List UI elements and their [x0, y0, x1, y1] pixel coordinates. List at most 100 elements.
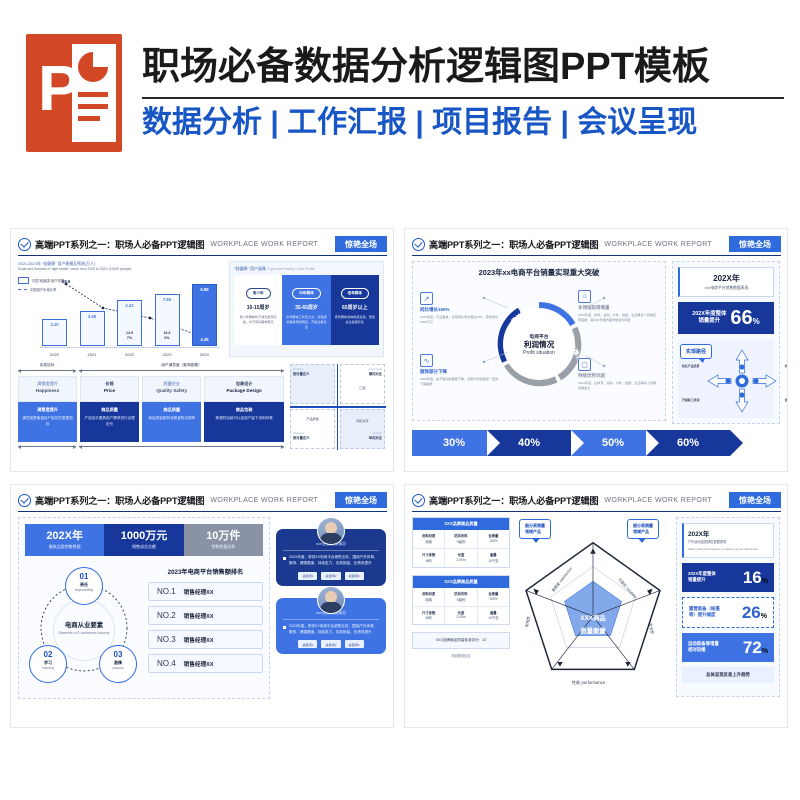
sales-growth-value: 66 [730, 307, 753, 330]
rank-row-1[interactable]: NO.2 销售经理XX [148, 606, 263, 626]
slide-header-rule [18, 511, 387, 513]
quadrant-tr-en: Horizontal [368, 367, 382, 372]
quadrant-h-axis [290, 406, 386, 408]
year-subtitle: xxx电商平台销售数据表现 [704, 286, 749, 291]
slide-header-title-en: WORKPLACE WORK REPORT [604, 240, 713, 248]
key-point-head-2: 服饰部分下降 [420, 369, 447, 375]
cell-val-1-2: 10千克 [488, 616, 499, 621]
kpi-label-1: 销售成交总额 [131, 544, 156, 550]
key-point-text-0: 2023年度，行业整体，实现同比增长超过50%，营收增长1500万元 [420, 315, 499, 325]
slide-header-title-en: WORKPLACE WORK REPORT [210, 240, 319, 248]
matrix-foot-axes [18, 445, 284, 449]
quality-score-note: XXX品牌商品质量标准评分：12 [412, 632, 510, 650]
cell-key-1-1: 长度 [457, 610, 465, 615]
tag-0-0[interactable]: 关键词1 [298, 571, 318, 580]
venn-en-2: passion [112, 666, 124, 671]
slide-thumbnail-2[interactable]: 高端PPT系列之一：职场人必备PPT逻辑图 WORKPLACE WORK REP… [404, 228, 788, 472]
venn-cn-2: 激情 [114, 660, 122, 666]
radar-center-a: XXX商品 [580, 615, 606, 623]
slide-header-rule [412, 255, 781, 257]
key-point-1: ⌂ 多领域取得增量 2023年度，体育、运动、户外、健康、生活等多个领域实现突破… [578, 290, 658, 322]
profile-pill-0: 青少年 [245, 288, 271, 300]
matrix-axis-right-line [79, 368, 284, 373]
tag-0-2[interactable]: 关键词3 [344, 571, 364, 580]
slide-grid: 高端PPT系列之一：职场人必备PPT逻辑图 WORKPLACE WORK REP… [0, 228, 800, 728]
chart-legend: 中国"轻健康"用户规模 中国用户年增长率 [18, 277, 223, 292]
tag-1-2[interactable]: 关键词3 [344, 640, 364, 649]
slide2-title: 2023年xx电商平台销量实现重大突破 [478, 268, 600, 278]
rank-row-2[interactable]: NO.3 销售经理XX [148, 630, 263, 650]
stat-label-0: 202X年度整体销量提升 [688, 571, 716, 583]
matrix-card-p-3: 美观的包装可以给用户留下深刻印象 [215, 416, 273, 421]
path-bubble: 实现路径 [680, 344, 713, 364]
slide3-body: 202X年 服装品类销售数据 1000万元 销售成交总额 10万件 销售数量总和 [11, 512, 393, 705]
tag-0-1[interactable]: 关键词2 [321, 571, 341, 580]
callout-left: 细分高销量领域产品 [519, 519, 551, 543]
matrix-card-body-2: 商品质量 商品质量影响消费者购买频率 [142, 402, 202, 443]
slide-thumbnail-3[interactable]: 高端PPT系列之一：职场人必备PPT逻辑图 WORKPLACE WORK REP… [10, 484, 394, 728]
bar-1: 3.98 [79, 311, 105, 347]
sales-overview-panel: 202X年 服装品类销售数据 1000万元 销售成交总额 10万件 销售数量总和 [18, 517, 270, 700]
cell-key-1-2: 重量 [490, 553, 497, 558]
matrix-card-cn-2: 质量安全 [163, 381, 180, 387]
matrix-card-head-3: 包装设计 Package Design [204, 376, 284, 403]
sales-growth-label: 202X年度整体销量提升 [692, 311, 727, 325]
share-icon: ↗ [420, 292, 433, 306]
venn-node-1: 02 学习 learning [29, 645, 67, 684]
rank-row-0[interactable]: NO.1 销售经理XX [148, 582, 263, 602]
slide-header-badge: 惊艳全场 [729, 236, 781, 252]
person-card-1: xxx业绩表现情况 2023年度，带领XX电商平台销售业务，围绕户外体育、服饰、… [276, 585, 386, 655]
kpi-2: 10万件 销售数量总和 [183, 524, 263, 557]
table-row: 尺寸参数 M码 长度 2.00m 重量 10千克 [413, 549, 509, 567]
svg-text:安全性: 安全性 [648, 623, 655, 635]
matrix-card-p-0: 满意度是衡量用户粘性的重要指标 [22, 416, 73, 426]
rank-row-3[interactable]: NO.4 销售经理XX [148, 654, 263, 674]
kpi-value-1: 1000万元 [120, 530, 168, 543]
avatar [317, 585, 345, 614]
slide3-columns: 202X年 服装品类销售数据 1000万元 销售成交总额 10万件 销售数量总和 [18, 517, 386, 700]
cell-1-2: 重量 10千克 [478, 549, 509, 567]
key-point-text-2: 2023年度，由于面对的服装下降，该部分利润呈现一定的下降趋势 [420, 377, 499, 387]
quadrant-bl-center: 产品质量 [306, 417, 319, 422]
chart-title-en: Scale and forecast of "light health" use… [18, 267, 132, 272]
avatar-head [325, 522, 337, 535]
banner-divider [142, 96, 784, 99]
slide4-body: XXX品牌商品质量 用料材质 纯棉 防风布料 S级别 [405, 512, 787, 703]
bar-group-4: 6.88 4.38 [192, 284, 217, 347]
rank-name-3: 销售经理XX [183, 661, 214, 668]
check-circle-icon [18, 237, 31, 251]
venn-cn-0: 责任 [80, 582, 88, 588]
matrix-card-en-2: Quality Safety [156, 387, 188, 393]
slide-thumbnail-1[interactable]: 高端PPT系列之一：职场人必备PPT逻辑图 WORKPLACE WORK REP… [10, 228, 394, 472]
kpi-label-0: 服装品类销售数据 [48, 544, 81, 550]
banner: P 职场必备数据分析逻辑图PPT模板 数据分析 | 工作汇报 | 项目报告 | … [0, 0, 800, 162]
radar-chart: 细分高销量领域产品 细分高销量领域产品 [515, 517, 671, 697]
slide3-lower: 电商从业要素 Elements of E-commerce Industry 0… [25, 563, 263, 689]
slide4-columns: XXX品牌商品质量 用料材质 纯棉 防风布料 S级别 [412, 517, 780, 698]
avatar-body [320, 601, 342, 613]
slide3-header: 高端PPT系列之一：职场人必备PPT逻辑图 WORKPLACE WORK REP… [11, 485, 393, 511]
table-row: 用料材质 纯棉 防风布料 S级别 含棉量 100% [413, 587, 509, 607]
year-title-4: 202X年 [688, 531, 710, 539]
cell-0-2: 含棉量 100% [477, 588, 509, 607]
logo-line [78, 92, 108, 97]
key-point-2: ∿ 服饰部分下降 2023年度，由于面对的服装下降，该部分利润呈现一定的下降趋势 [420, 354, 500, 386]
stat-label-1: 露营装备（帐篷等）提升幅度 [689, 606, 720, 618]
profile-desc-0: 青少年群体处于成长发育阶段，对于营养需求更高 [239, 315, 277, 325]
four-way-arrows [707, 349, 777, 414]
slide-thumbnail-4[interactable]: 高端PPT系列之一：职场人必备PPT逻辑图 WORKPLACE WORK REP… [404, 484, 788, 728]
kpi-value-2: 10万件 [206, 530, 241, 543]
venn-dashed-arcs [40, 585, 128, 672]
cell-key-1-0: 尺寸参数 [422, 610, 436, 615]
tag-1-1[interactable]: 关键词2 [321, 640, 341, 649]
rank-no-0: NO.1 [157, 587, 176, 597]
quadrant-br-cn: 纵向对比 [368, 436, 382, 441]
tag-1-0[interactable]: 关键词1 [298, 640, 318, 649]
quadrant-br-center: 同标对手 [356, 419, 369, 424]
check-circle-icon [412, 493, 425, 507]
quality-table-0: XXX品牌商品质量 用料材质 纯棉 防风布料 S级别 [412, 517, 510, 568]
profile-column-0: 青少年 10-15周岁 青少年群体处于成长发育阶段，对于营养需求更高 [234, 275, 283, 346]
cell-val-0-0: 纯棉 [425, 540, 432, 545]
